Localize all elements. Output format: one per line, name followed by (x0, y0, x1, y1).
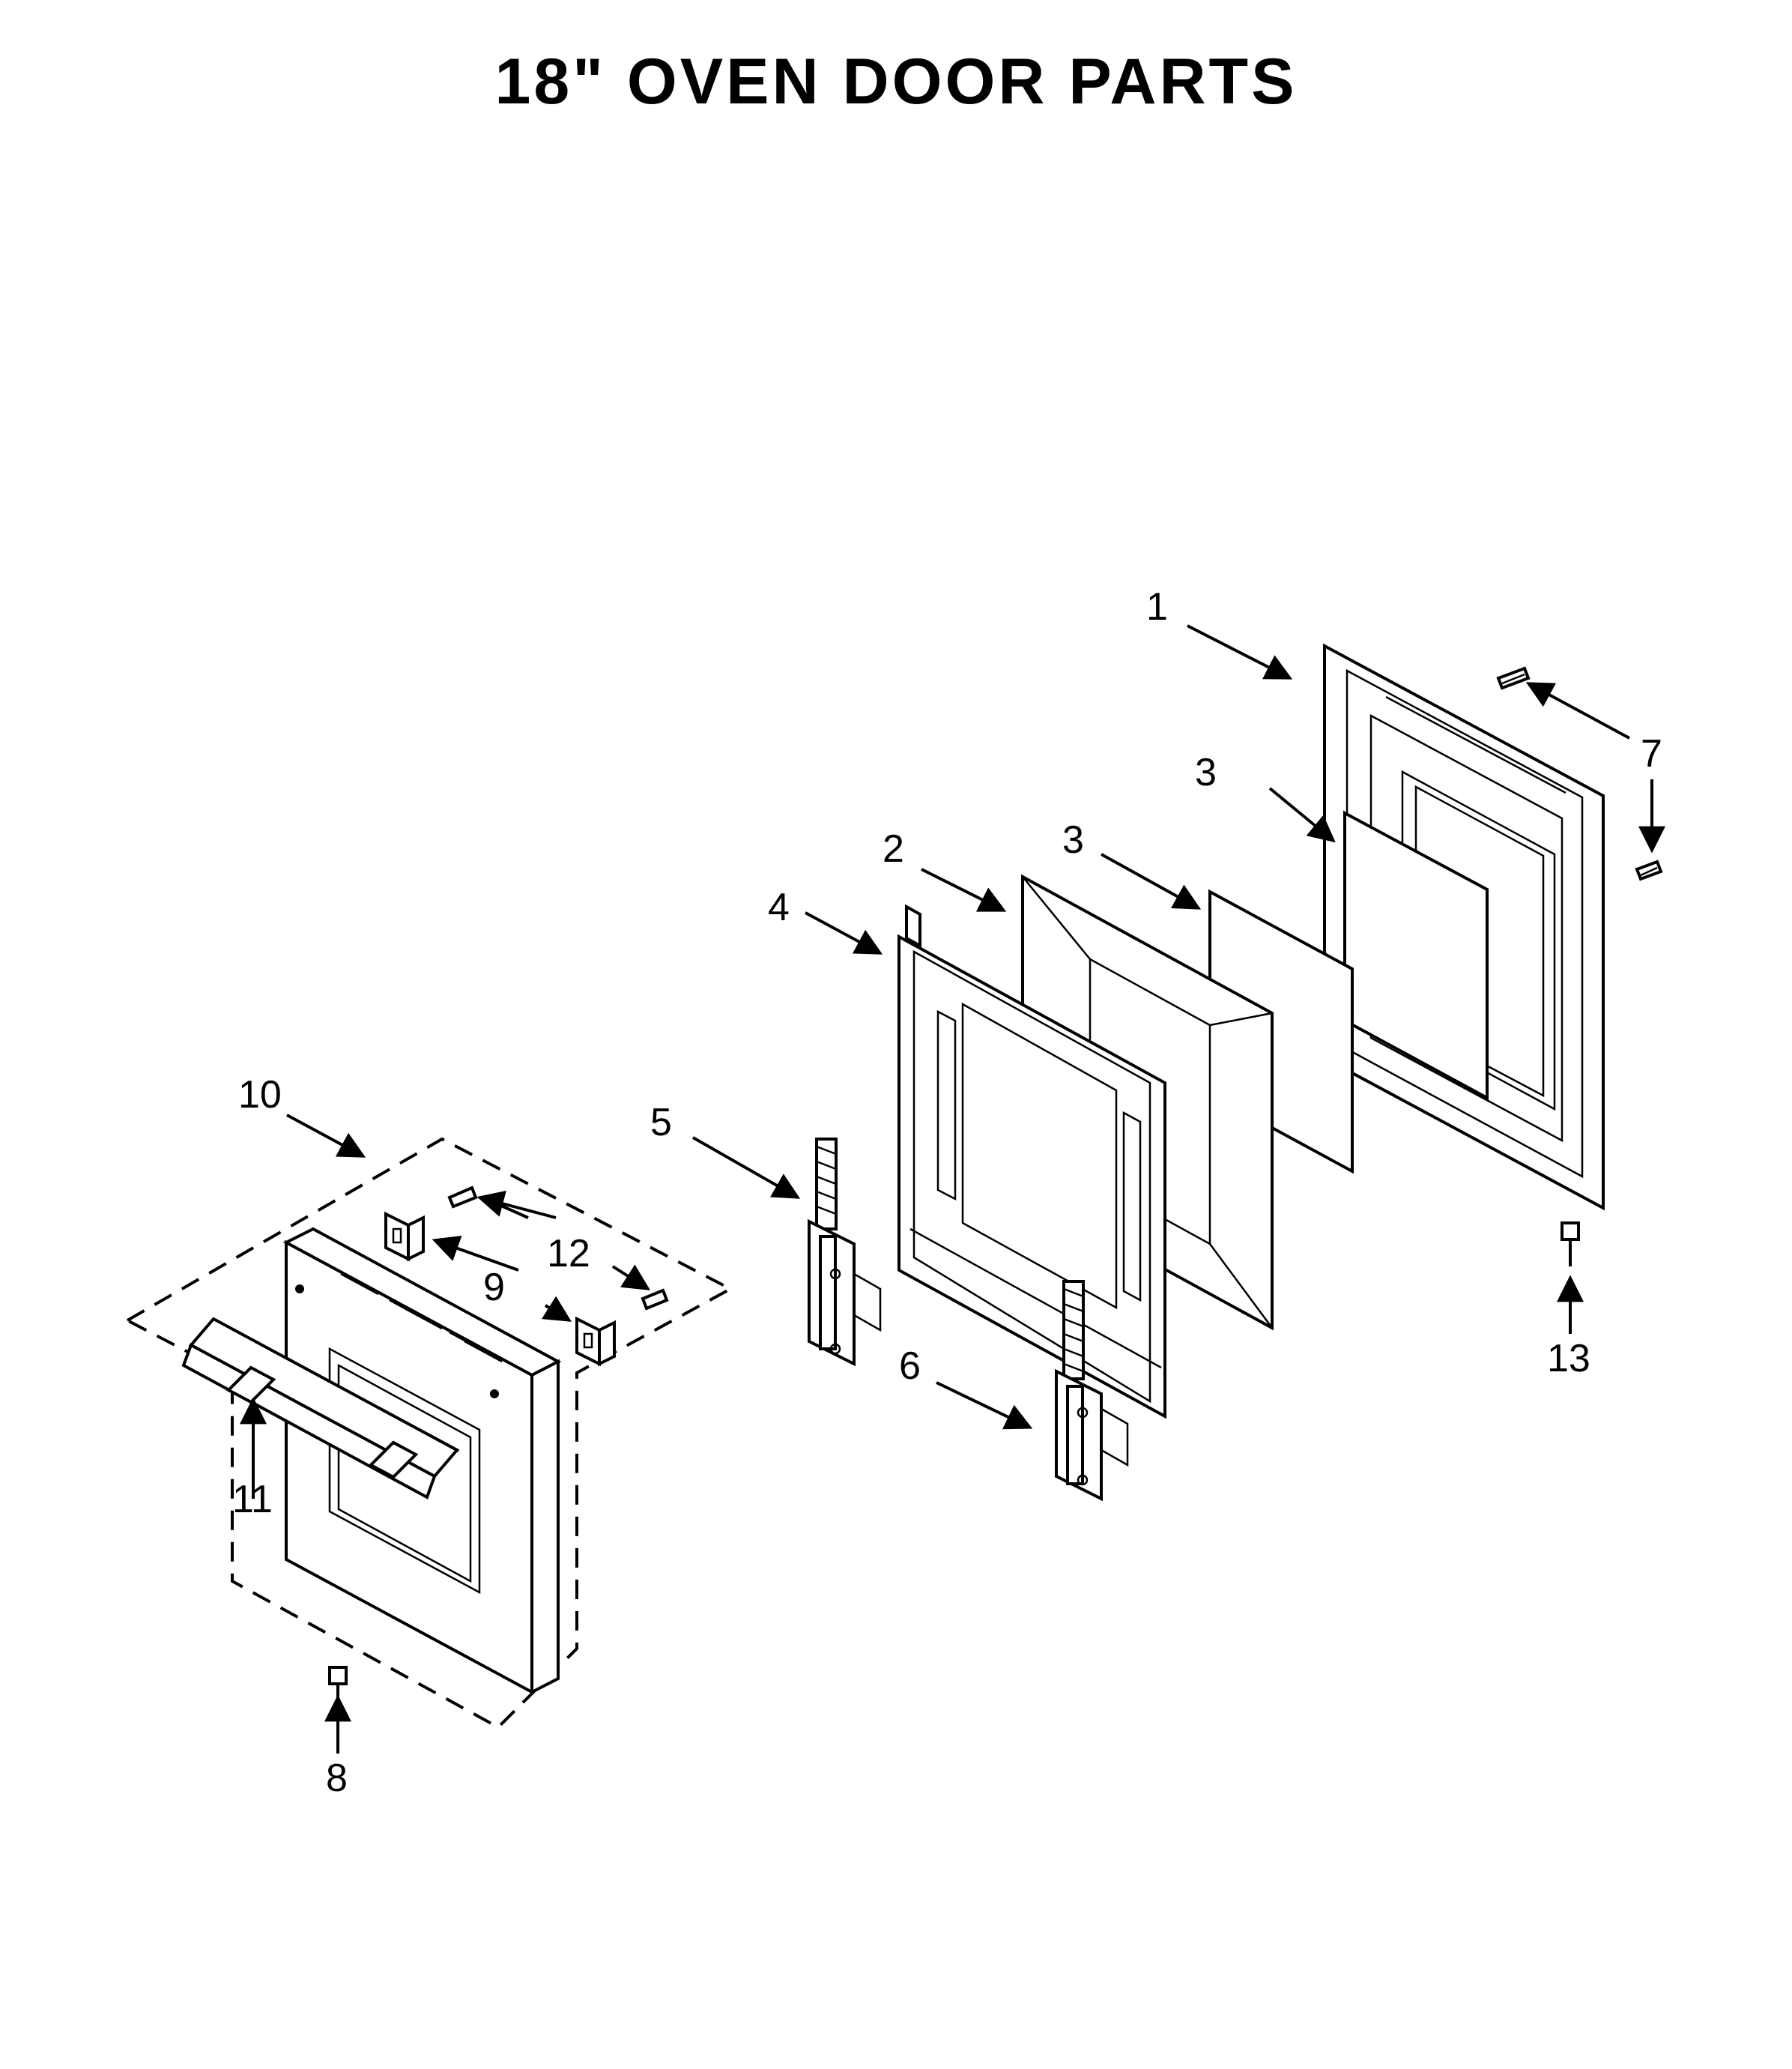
callout-arrows (240, 624, 1665, 1754)
screw-7-side (1635, 860, 1663, 881)
screw-7-top (1496, 666, 1531, 690)
hinge-left (808, 1138, 882, 1367)
hinge-right (1055, 1280, 1129, 1502)
screw-12-top (447, 1185, 478, 1209)
bracket-right (575, 1316, 616, 1367)
door-assembly-outline (124, 1137, 734, 1730)
callout-2: 2 (883, 827, 904, 871)
bracket-left (384, 1211, 425, 1262)
screw-13 (1561, 1221, 1580, 1266)
callout-3b: 3 (1195, 751, 1217, 794)
screw-12-right (641, 1288, 669, 1311)
glass-panel-rear (1343, 810, 1489, 1101)
diagram-title: 18" OVEN DOOR PARTS (494, 46, 1298, 118)
callout-10: 10 (238, 1073, 282, 1117)
callout-11: 11 (232, 1478, 273, 1521)
callout-6: 6 (899, 1344, 921, 1388)
callout-1: 1 (1146, 585, 1168, 629)
callout-9: 9 (483, 1266, 505, 1309)
door-inner-frame (897, 904, 1166, 1419)
door-handle (181, 1317, 460, 1499)
callout-3a: 3 (1062, 818, 1084, 862)
callout-12: 12 (547, 1232, 590, 1275)
callout-4: 4 (768, 886, 790, 929)
callout-8: 8 (326, 1757, 348, 1800)
callout-5: 5 (650, 1101, 672, 1144)
callout-13: 13 (1547, 1337, 1590, 1380)
callout-7: 7 (1641, 732, 1662, 776)
